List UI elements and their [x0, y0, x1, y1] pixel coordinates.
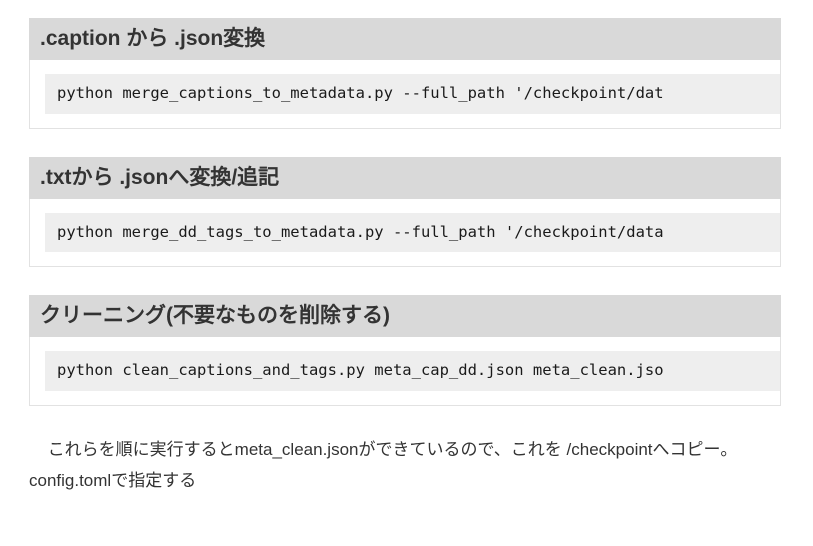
- section-body: python clean_captions_and_tags.py meta_c…: [29, 337, 781, 406]
- code-block[interactable]: python clean_captions_and_tags.py meta_c…: [45, 351, 780, 391]
- section-caption-to-json: .caption から .json変換 python merge_caption…: [29, 18, 781, 129]
- section-heading: クリーニング(不要なものを削除する): [29, 295, 781, 337]
- section-txt-to-json: .txtから .jsonへ変換/追記 python merge_dd_tags_…: [29, 156, 781, 267]
- section-heading: .caption から .json変換: [29, 18, 781, 60]
- section-body: python merge_captions_to_metadata.py --f…: [29, 60, 781, 129]
- body-paragraph: これらを順に実行するとmeta_clean.jsonができているので、これを /…: [29, 439, 738, 490]
- section-body: python merge_dd_tags_to_metadata.py --fu…: [29, 198, 781, 267]
- code-block[interactable]: python merge_dd_tags_to_metadata.py --fu…: [45, 212, 780, 252]
- section-cleaning: クリーニング(不要なものを削除する) python clean_captions…: [29, 295, 781, 406]
- code-block[interactable]: python merge_captions_to_metadata.py --f…: [45, 74, 780, 114]
- section-heading: .txtから .jsonへ変換/追記: [29, 156, 781, 199]
